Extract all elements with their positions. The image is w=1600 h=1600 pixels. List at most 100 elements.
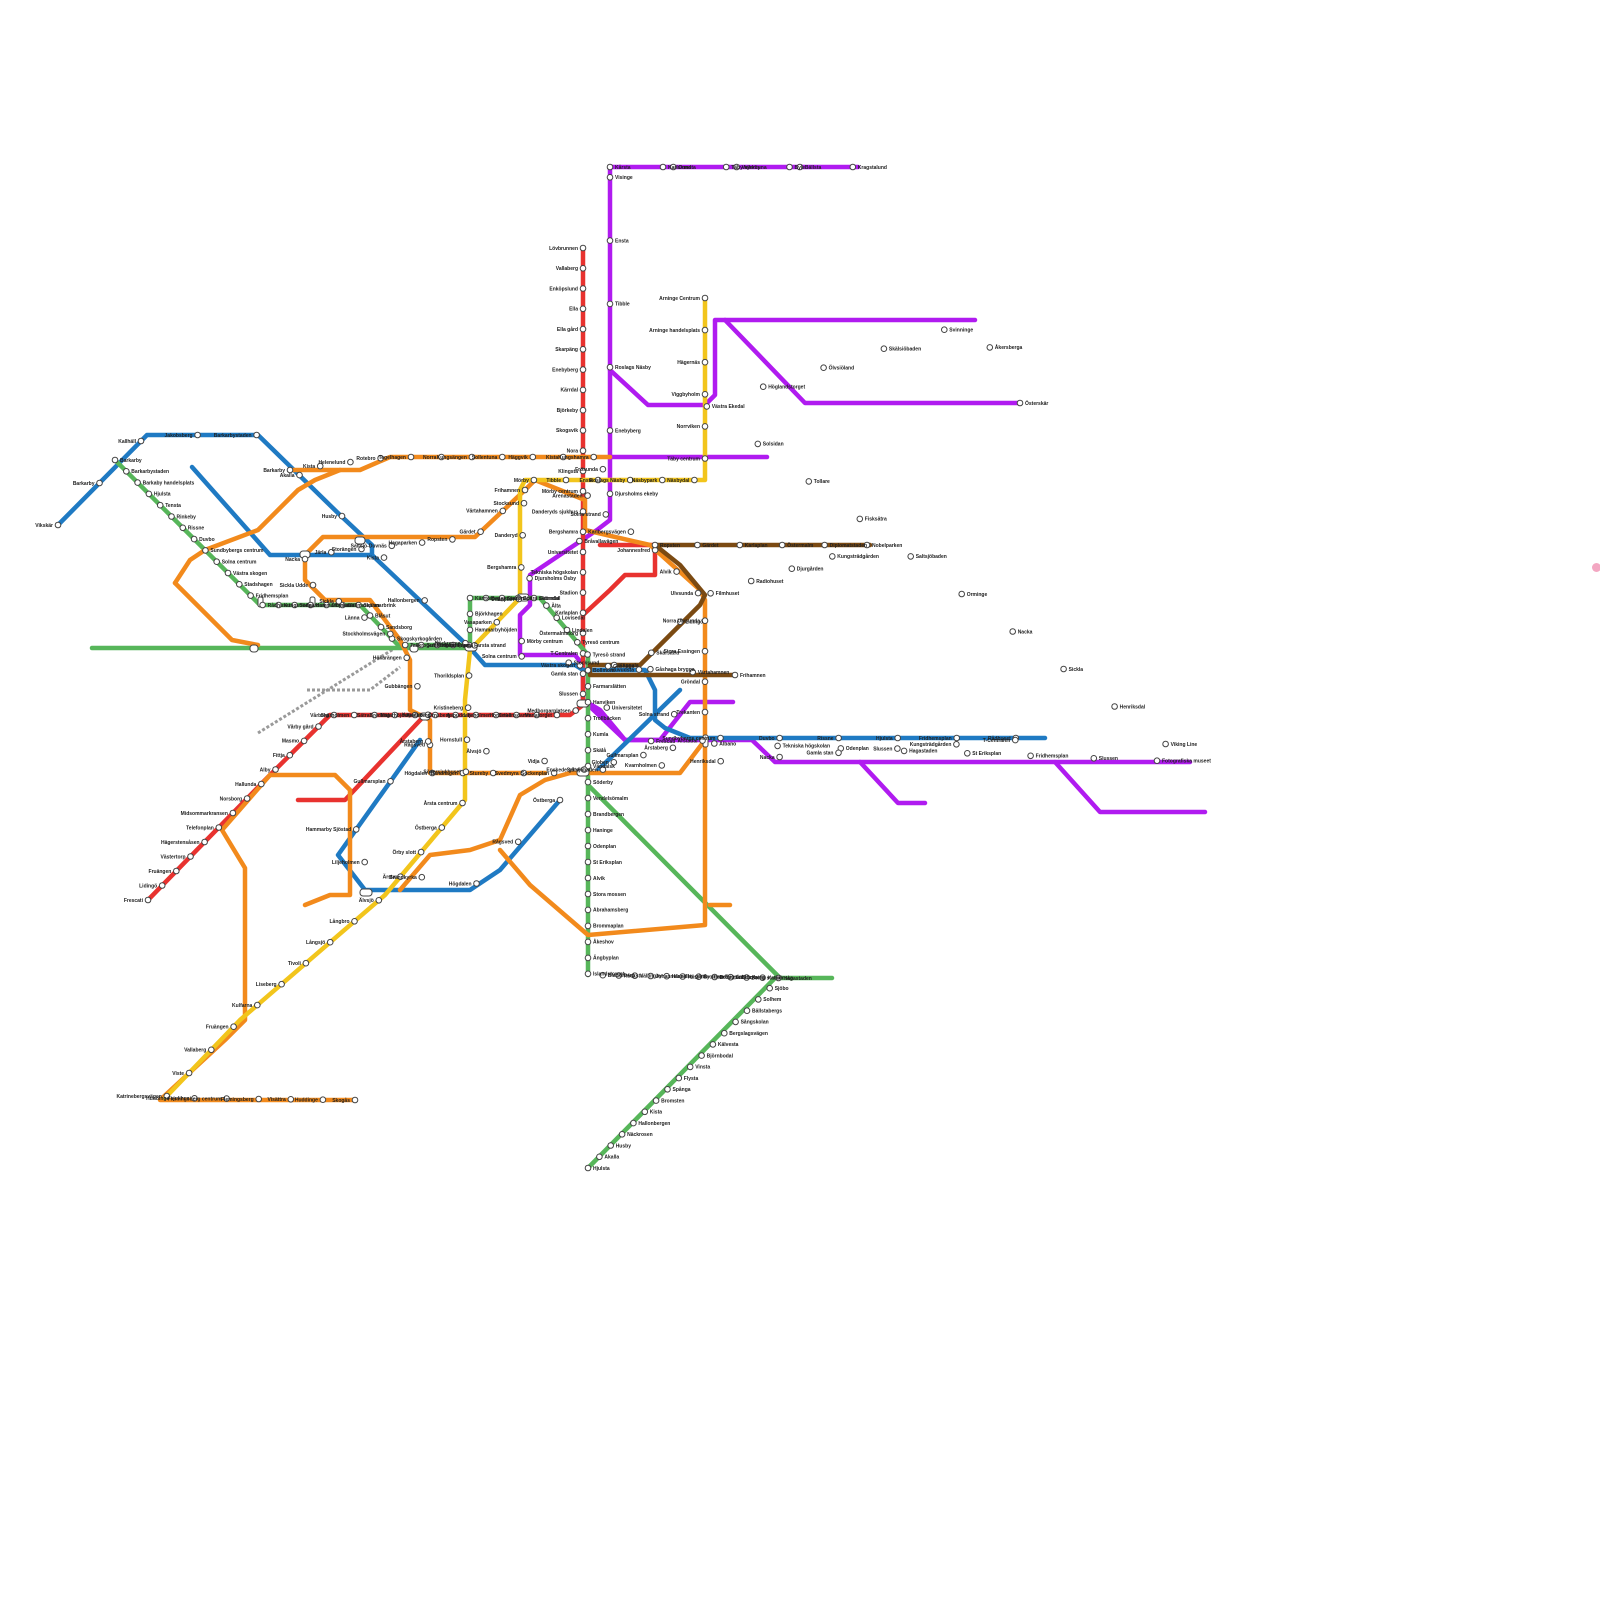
station-marker[interactable] bbox=[533, 711, 541, 719]
station-marker[interactable] bbox=[584, 698, 592, 706]
station-marker[interactable] bbox=[584, 842, 592, 850]
station-marker[interactable] bbox=[579, 569, 587, 576]
station-marker[interactable] bbox=[1153, 757, 1161, 765]
station-marker[interactable] bbox=[894, 745, 901, 752]
station-marker[interactable] bbox=[584, 810, 592, 818]
station-marker[interactable] bbox=[610, 661, 618, 669]
station-marker[interactable] bbox=[689, 668, 697, 676]
station-marker[interactable] bbox=[1016, 399, 1024, 407]
station-marker[interactable] bbox=[647, 737, 655, 745]
station-marker[interactable] bbox=[701, 423, 709, 430]
station-marker[interactable] bbox=[755, 996, 762, 1003]
station-marker[interactable] bbox=[579, 508, 587, 515]
station-marker[interactable] bbox=[676, 618, 684, 626]
station-marker[interactable] bbox=[615, 972, 623, 979]
station-marker[interactable] bbox=[111, 456, 119, 464]
station-marker[interactable] bbox=[776, 734, 783, 742]
station-marker[interactable] bbox=[647, 665, 654, 673]
station-marker[interactable] bbox=[518, 564, 525, 571]
station-marker[interactable] bbox=[223, 1095, 230, 1102]
station-marker[interactable] bbox=[679, 973, 687, 980]
station-marker[interactable] bbox=[438, 824, 446, 831]
station-marker[interactable] bbox=[953, 741, 960, 748]
station-marker[interactable] bbox=[630, 1119, 637, 1127]
station-marker[interactable] bbox=[694, 541, 701, 549]
station-marker[interactable] bbox=[722, 163, 730, 171]
station-marker[interactable] bbox=[606, 490, 614, 498]
station-marker[interactable] bbox=[1027, 752, 1034, 760]
station-marker[interactable] bbox=[301, 555, 309, 563]
station-marker[interactable] bbox=[213, 558, 220, 566]
station-marker[interactable] bbox=[513, 711, 520, 719]
station-marker[interactable] bbox=[144, 896, 152, 904]
station-marker[interactable] bbox=[275, 601, 282, 609]
station-marker[interactable] bbox=[727, 973, 734, 981]
station-marker[interactable] bbox=[519, 532, 527, 539]
station-marker[interactable] bbox=[550, 769, 558, 777]
station-marker[interactable] bbox=[880, 345, 888, 353]
station-marker[interactable] bbox=[471, 642, 478, 649]
station-marker[interactable] bbox=[452, 711, 459, 719]
station-marker[interactable] bbox=[459, 799, 466, 807]
station-marker[interactable] bbox=[606, 237, 614, 244]
station-marker[interactable] bbox=[515, 595, 523, 603]
station-marker[interactable] bbox=[498, 594, 506, 602]
station-marker[interactable] bbox=[747, 577, 755, 585]
station-marker[interactable] bbox=[754, 440, 762, 448]
station-marker[interactable] bbox=[610, 759, 618, 766]
station-marker[interactable] bbox=[670, 710, 678, 718]
station-marker[interactable] bbox=[391, 711, 399, 719]
station-marker[interactable] bbox=[54, 521, 62, 529]
station-marker[interactable] bbox=[584, 970, 592, 978]
station-marker[interactable] bbox=[429, 769, 436, 777]
station-marker[interactable] bbox=[652, 1097, 660, 1104]
station-marker[interactable] bbox=[291, 601, 298, 609]
station-marker[interactable] bbox=[863, 541, 871, 549]
station-marker[interactable] bbox=[315, 723, 322, 730]
station-marker[interactable] bbox=[711, 973, 718, 981]
station-marker[interactable] bbox=[805, 478, 813, 485]
station-marker[interactable] bbox=[821, 541, 828, 549]
station-marker[interactable] bbox=[421, 597, 429, 604]
station-marker[interactable] bbox=[347, 458, 354, 466]
station-marker[interactable] bbox=[351, 918, 358, 925]
station-marker[interactable] bbox=[236, 581, 243, 588]
station-marker[interactable] bbox=[579, 244, 587, 252]
station-marker[interactable] bbox=[466, 626, 474, 634]
station-marker[interactable] bbox=[492, 711, 500, 719]
station-marker[interactable] bbox=[358, 545, 365, 553]
station-marker[interactable] bbox=[563, 626, 571, 634]
station-marker[interactable] bbox=[377, 454, 384, 462]
station-marker[interactable] bbox=[462, 639, 469, 647]
station-marker[interactable] bbox=[407, 453, 415, 461]
station-marker[interactable] bbox=[604, 662, 612, 670]
station-marker[interactable] bbox=[230, 1023, 237, 1030]
station-marker[interactable] bbox=[401, 641, 409, 649]
station-marker[interactable] bbox=[694, 589, 702, 597]
station-marker[interactable] bbox=[663, 972, 671, 980]
station-marker[interactable] bbox=[473, 880, 480, 887]
station-marker[interactable] bbox=[449, 536, 456, 543]
station-marker[interactable] bbox=[316, 462, 324, 470]
station-marker[interactable] bbox=[829, 553, 836, 560]
station-marker[interactable] bbox=[580, 766, 588, 773]
station-marker[interactable] bbox=[590, 453, 598, 461]
station-marker[interactable] bbox=[584, 778, 592, 786]
station-marker[interactable] bbox=[361, 614, 368, 621]
station-marker[interactable] bbox=[1060, 665, 1067, 673]
station-marker[interactable] bbox=[156, 501, 164, 509]
station-marker[interactable] bbox=[584, 906, 592, 914]
station-marker[interactable] bbox=[675, 1074, 683, 1082]
station-marker[interactable] bbox=[572, 707, 580, 714]
station-marker[interactable] bbox=[335, 598, 343, 605]
station-marker[interactable] bbox=[187, 853, 194, 860]
station-marker[interactable] bbox=[482, 594, 490, 602]
station-marker[interactable] bbox=[463, 736, 471, 744]
station-marker[interactable] bbox=[307, 601, 314, 609]
station-marker[interactable] bbox=[686, 1063, 694, 1071]
station-marker[interactable] bbox=[691, 476, 698, 484]
station-marker[interactable] bbox=[599, 766, 607, 773]
station-marker[interactable] bbox=[776, 753, 783, 761]
station-marker[interactable] bbox=[835, 749, 842, 757]
station-marker[interactable] bbox=[584, 938, 592, 946]
